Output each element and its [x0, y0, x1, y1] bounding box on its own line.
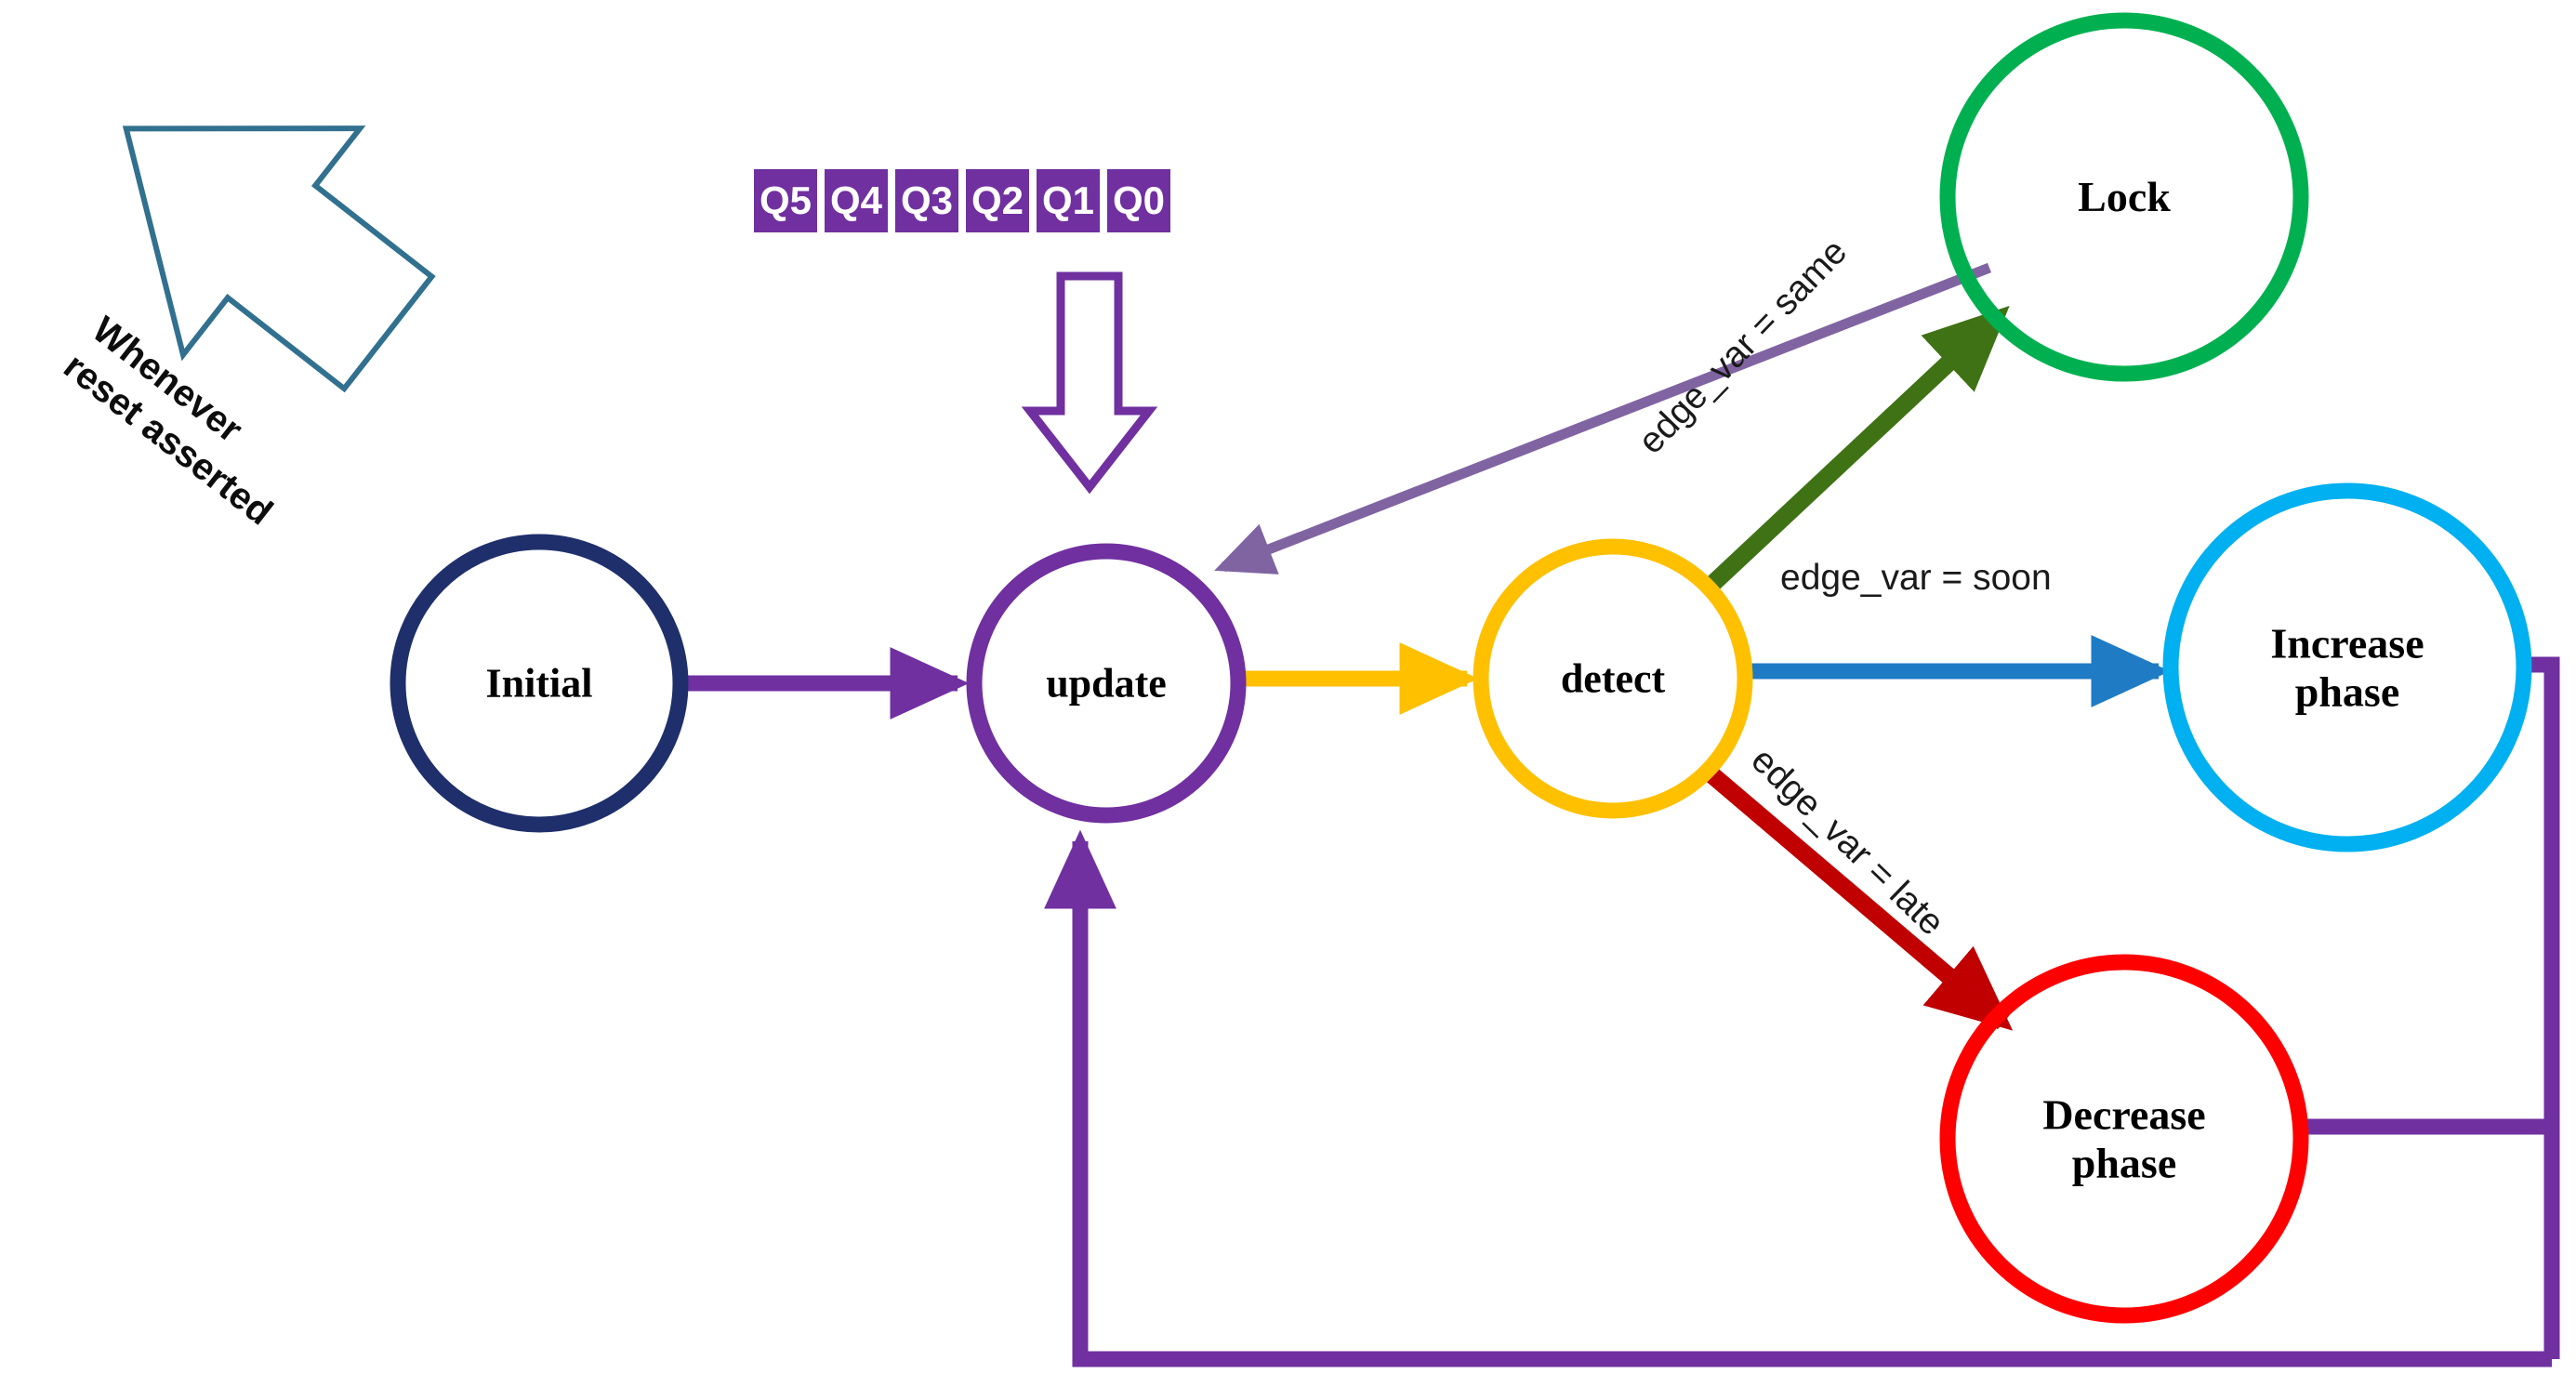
q-cell-q5[interactable]: Q5	[754, 169, 817, 232]
q-cell-q3[interactable]: Q3	[895, 169, 958, 232]
q-cell-q1[interactable]: Q1	[1037, 169, 1100, 232]
state-increase-phase[interactable]	[2162, 482, 2532, 852]
state-lock[interactable]	[1939, 12, 2309, 382]
q-cell-q2[interactable]: Q2	[966, 169, 1029, 232]
edge-detect-to-decrease	[1705, 767, 2014, 1031]
state-update[interactable]	[966, 543, 1247, 824]
edge-increase-to-update	[2522, 656, 2560, 1359]
state-detect[interactable]	[1473, 538, 1753, 819]
q-cell-q4[interactable]: Q4	[825, 169, 888, 232]
edge-detect-to-lock	[1702, 305, 2010, 594]
q-cell-q0[interactable]: Q0	[1107, 169, 1170, 232]
edge-lock-to-update	[1214, 262, 1992, 575]
state-register: Q5 Q4 Q3 Q2 Q1 Q0	[754, 169, 1170, 232]
register-down-arrow	[1021, 271, 1158, 495]
feedback-bus-to-update	[1044, 829, 2552, 1367]
state-initial[interactable]	[390, 534, 689, 833]
reset-block-arrow	[122, 125, 436, 393]
state-decrease-phase[interactable]	[1939, 954, 2309, 1324]
